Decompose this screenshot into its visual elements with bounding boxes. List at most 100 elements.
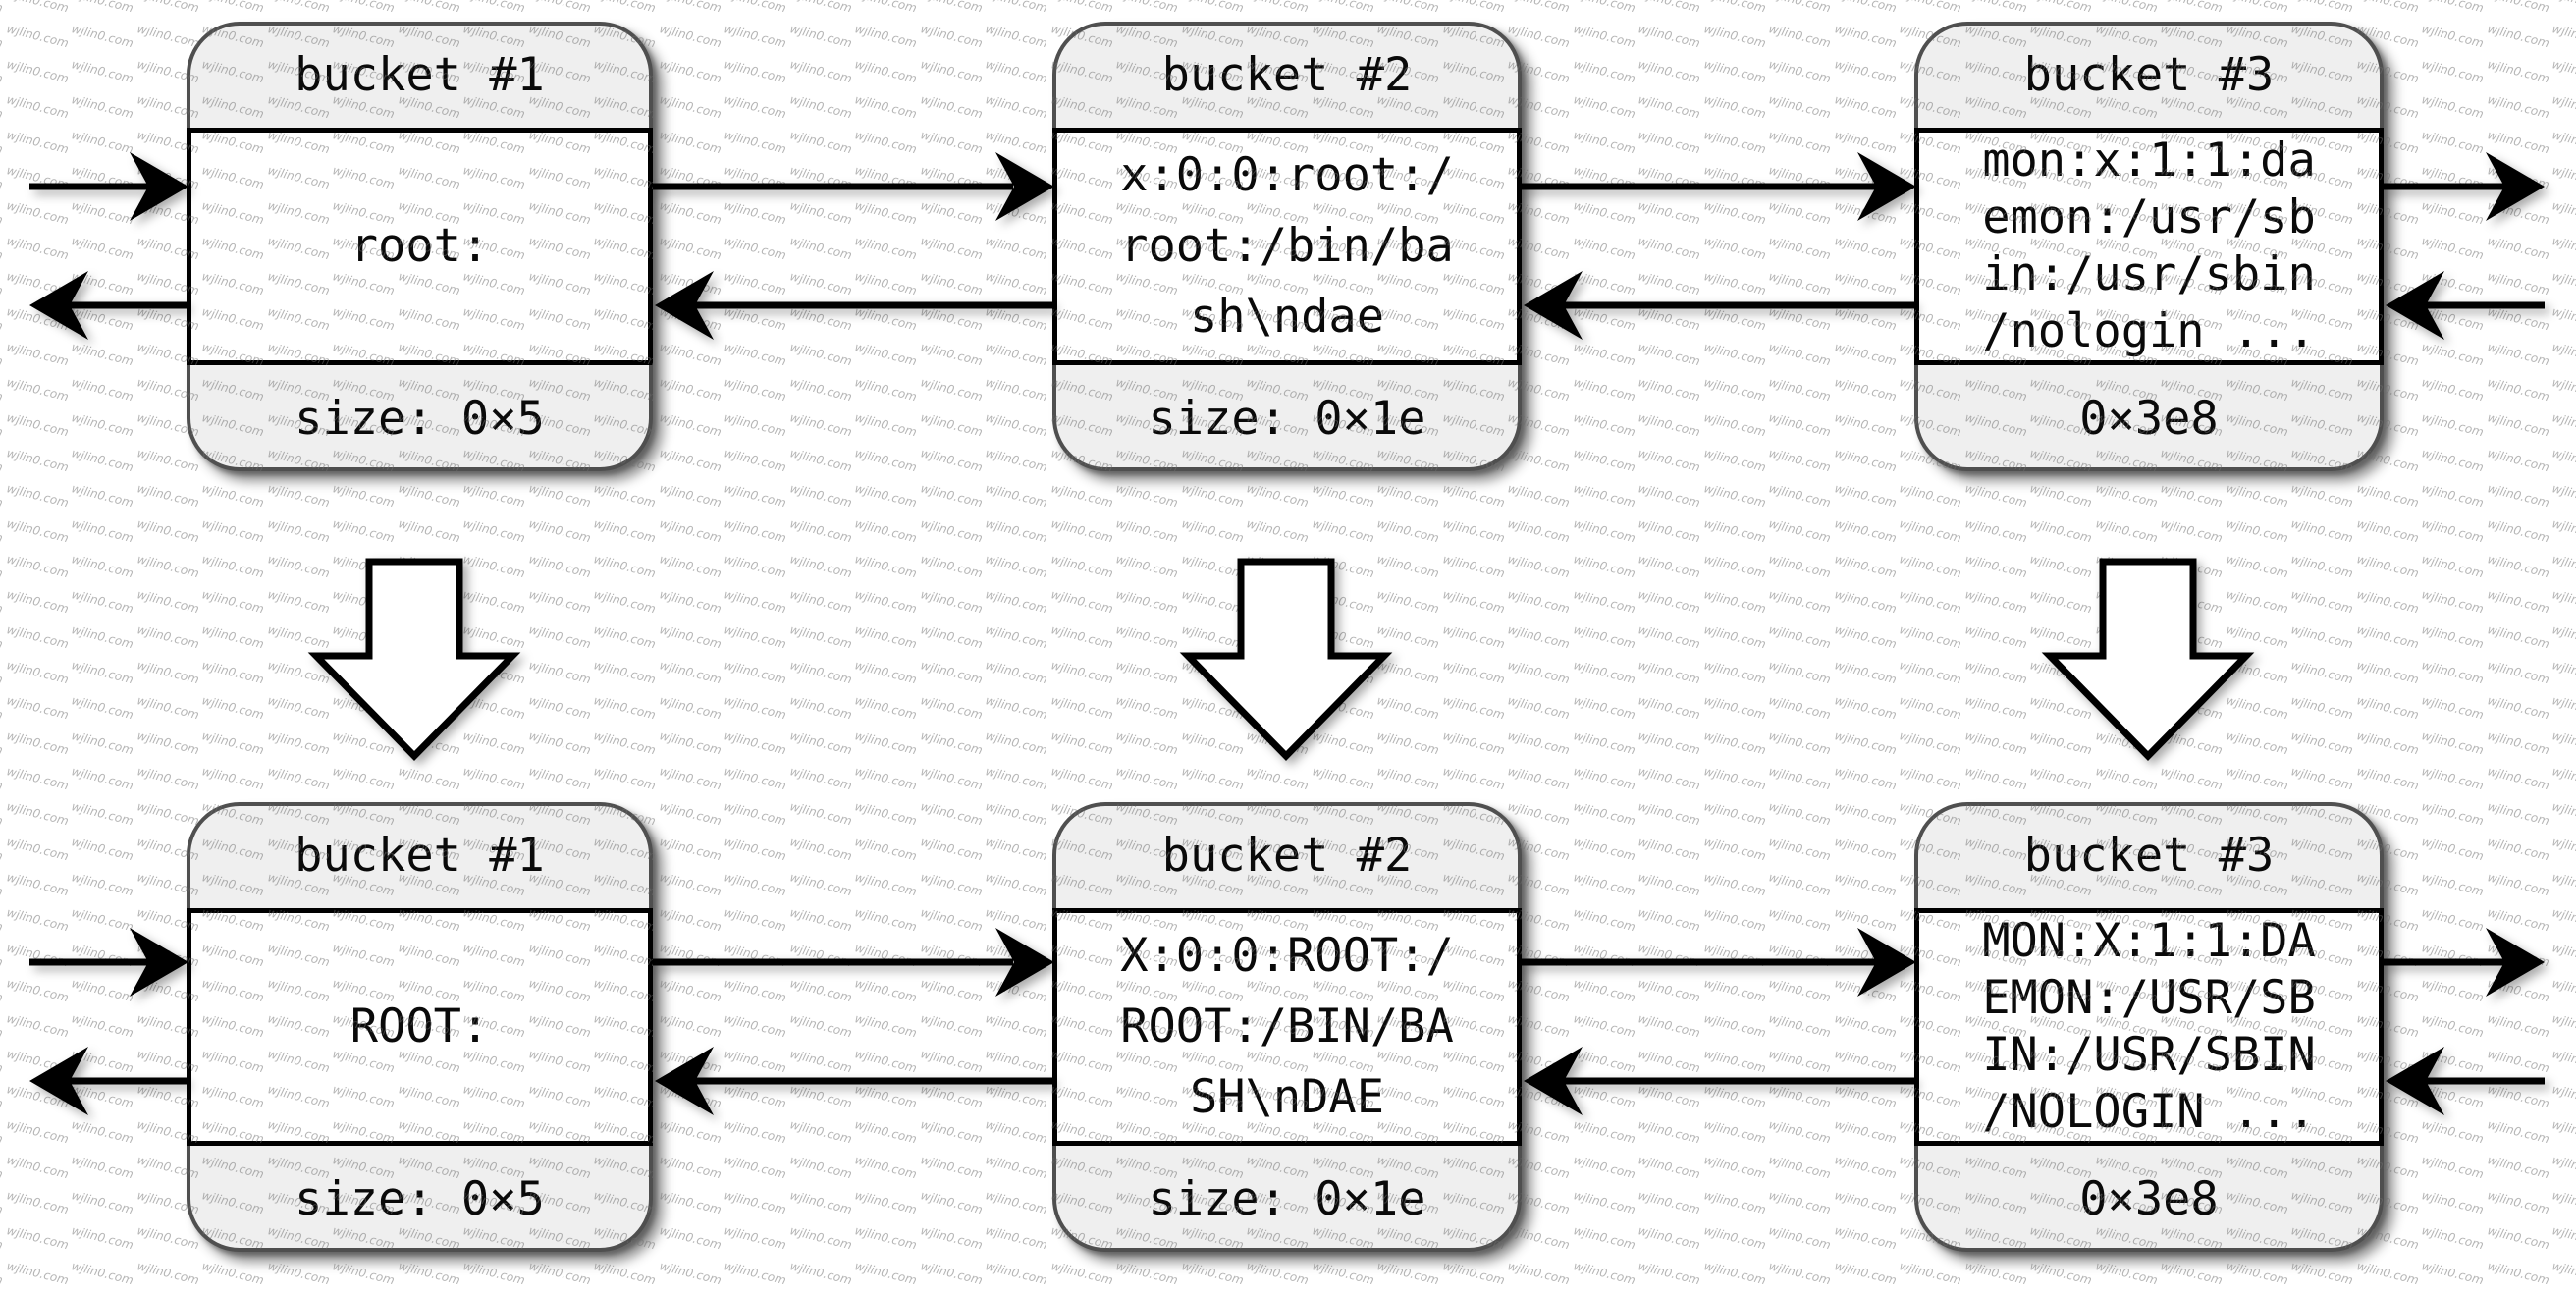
arrowhead-prev-in-top <box>2386 271 2444 340</box>
watermark-text: wjlin0.com <box>70 941 135 970</box>
watermark-text: wjlin0.com <box>1832 1117 1898 1147</box>
watermark-text: wjlin0.com <box>2093 658 2159 687</box>
watermark-text: wjlin0.com <box>984 516 1049 546</box>
watermark-text: wjlin0.com <box>1637 764 1702 793</box>
watermark-text: wjlin0.com <box>1179 587 1245 617</box>
watermark-text: wjlin0.com <box>984 729 1049 758</box>
watermark-text: wjlin0.com <box>1898 658 1963 687</box>
watermark-text: wjlin0.com <box>2550 729 2576 758</box>
watermark-text: wjlin0.com <box>2485 0 2550 16</box>
watermark-text: wjlin0.com <box>1310 729 1375 758</box>
watermark-text: wjlin0.com <box>918 799 984 829</box>
arrowhead-next-out-bottom <box>2486 928 2545 997</box>
watermark-text: wjlin0.com <box>657 587 723 617</box>
watermark-text: wjlin0.com <box>1767 552 1833 581</box>
watermark-text: wjlin0.com <box>1245 587 1311 617</box>
watermark-text: wjlin0.com <box>984 375 1049 405</box>
watermark-text: wjlin0.com <box>787 764 853 793</box>
bucket-size: size: 0×5 <box>295 391 545 446</box>
watermark-text: wjlin0.com <box>853 1082 919 1111</box>
watermark-text: wjlin0.com <box>1767 22 1833 51</box>
watermark-text: wjlin0.com <box>70 1259 135 1288</box>
watermark-text: wjlin0.com <box>2028 0 2094 16</box>
watermark-text: wjlin0.com <box>1701 587 1767 617</box>
watermark-text: wjlin0.com <box>2420 234 2486 263</box>
watermark-text: wjlin0.com <box>1637 516 1702 546</box>
watermark-text: wjlin0.com <box>2224 516 2289 546</box>
watermark-text: wjlin0.com <box>592 552 658 581</box>
watermark-text: wjlin0.com <box>657 658 723 687</box>
watermark-text: wjlin0.com <box>787 304 853 334</box>
watermark-text: wjlin0.com <box>4 870 70 899</box>
watermark-text: wjlin0.com <box>526 516 592 546</box>
watermark-text: wjlin0.com <box>4 516 70 546</box>
watermark-text: wjlin0.com <box>1440 481 1506 511</box>
watermark-text: wjlin0.com <box>918 22 984 51</box>
watermark-text: wjlin0.com <box>787 163 853 192</box>
watermark-text: wjlin0.com <box>984 1011 1049 1041</box>
watermark-text: wjlin0.com <box>4 976 70 1005</box>
watermark-text: wjlin0.com <box>1701 835 1767 864</box>
watermark-text: wjlin0.com <box>2420 1047 2486 1076</box>
watermark-text: wjlin0.com <box>1571 92 1637 122</box>
watermark-text: wjlin0.com <box>984 163 1049 192</box>
watermark-text: wjlin0.com <box>4 941 70 970</box>
watermark-text: wjlin0.com <box>918 1188 984 1217</box>
watermark-text: wjlin0.com <box>853 1223 919 1253</box>
watermark-text: wjlin0.com <box>1832 57 1898 86</box>
watermark-text: wjlin0.com <box>4 905 70 935</box>
watermark-text: wjlin0.com <box>918 481 984 511</box>
watermark-text: wjlin0.com <box>1701 92 1767 122</box>
watermark-text: wjlin0.com <box>2224 1259 2289 1288</box>
watermark-text: wjlin0.com <box>918 0 984 16</box>
watermark-text: wjlin0.com <box>1571 587 1637 617</box>
watermark-text: wjlin0.com <box>1310 1259 1375 1288</box>
watermark-text: wjlin0.com <box>1506 516 1572 546</box>
watermark-text: wjlin0.com <box>0 799 5 829</box>
bucket-content: x:0:0:root:/ root:/bin/ba sh\ndae <box>1052 128 1522 365</box>
watermark-text: wjlin0.com <box>70 693 135 723</box>
watermark-text: wjlin0.com <box>2550 304 2576 334</box>
watermark-text: wjlin0.com <box>1179 552 1245 581</box>
watermark-text: wjlin0.com <box>1767 163 1833 192</box>
watermark-text: wjlin0.com <box>1898 0 1963 16</box>
watermark-text: wjlin0.com <box>2550 1011 2576 1041</box>
watermark-text: wjlin0.com <box>723 446 788 475</box>
watermark-text: wjlin0.com <box>723 0 788 16</box>
watermark-text: wjlin0.com <box>918 1047 984 1076</box>
watermark-text: wjlin0.com <box>1506 729 1572 758</box>
watermark-text: wjlin0.com <box>657 1153 723 1182</box>
arrowhead-prev-out-bottom <box>29 1047 88 1115</box>
watermark-text: wjlin0.com <box>1962 552 2028 581</box>
watermark-text: wjlin0.com <box>2485 693 2550 723</box>
watermark-text: wjlin0.com <box>787 1223 853 1253</box>
watermark-text: wjlin0.com <box>331 481 397 511</box>
watermark-text: wjlin0.com <box>1832 587 1898 617</box>
watermark-text: wjlin0.com <box>2550 905 2576 935</box>
watermark-text: wjlin0.com <box>1245 693 1311 723</box>
watermark-text: wjlin0.com <box>0 128 5 157</box>
watermark-text: wjlin0.com <box>1701 57 1767 86</box>
watermark-text: wjlin0.com <box>2093 0 2159 16</box>
watermark-text: wjlin0.com <box>918 552 984 581</box>
watermark-text: wjlin0.com <box>723 1259 788 1288</box>
watermark-text: wjlin0.com <box>70 410 135 440</box>
watermark-text: wjlin0.com <box>853 1188 919 1217</box>
watermark-text: wjlin0.com <box>2485 92 2550 122</box>
watermark-text: wjlin0.com <box>2485 976 2550 1005</box>
watermark-text: wjlin0.com <box>2224 552 2289 581</box>
watermark-text: wjlin0.com <box>1114 516 1180 546</box>
watermark-text: wjlin0.com <box>2420 304 2486 334</box>
watermark-text: wjlin0.com <box>2550 799 2576 829</box>
watermark-text: wjlin0.com <box>723 764 788 793</box>
watermark-text: wjlin0.com <box>2093 587 2159 617</box>
watermark-text: wjlin0.com <box>918 835 984 864</box>
watermark-text: wjlin0.com <box>853 340 919 369</box>
watermark-text: wjlin0.com <box>4 92 70 122</box>
watermark-text: wjlin0.com <box>70 516 135 546</box>
watermark-text: wjlin0.com <box>592 0 658 16</box>
watermark-text: wjlin0.com <box>918 658 984 687</box>
watermark-text: wjlin0.com <box>984 1259 1049 1288</box>
watermark-text: wjlin0.com <box>1571 22 1637 51</box>
